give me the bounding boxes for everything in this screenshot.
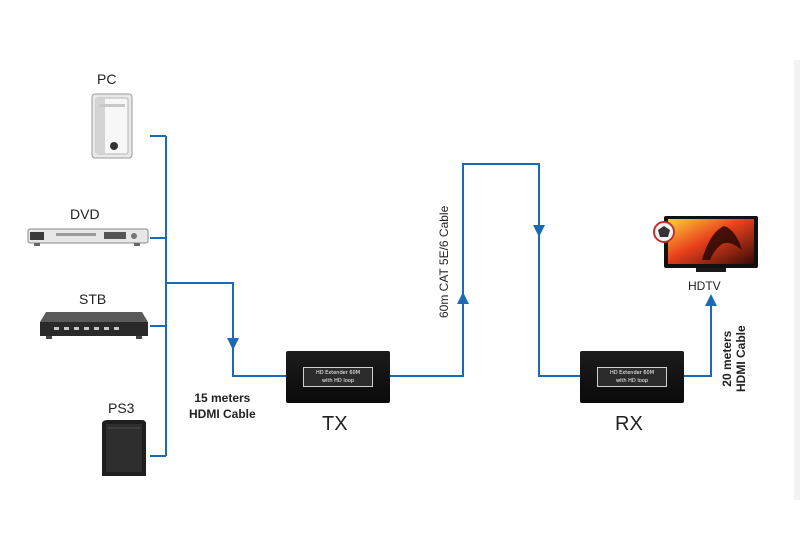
bus-to-tx-wire [166, 282, 286, 377]
tx-plate-line2: with HD loop [321, 378, 355, 384]
rx-label: RX [615, 413, 643, 435]
arrow-down-in [227, 338, 239, 350]
cat-cable-label: 60m CAT 5E/6 Cable [437, 205, 451, 318]
rx-nameplate: HD Extender 60M with HD loop [597, 367, 667, 387]
arrow-up-hdtv [705, 294, 717, 306]
tx-label: TX [322, 413, 348, 435]
rx-plate-line1: HD Extender 60M [609, 370, 655, 376]
tx-nameplate: HD Extender 60M with HD loop [303, 367, 373, 387]
set-top-box-icon [40, 312, 148, 339]
stb-label: STB [79, 291, 107, 307]
hdmi-cable-in-type: HDMI Cable [189, 407, 256, 421]
rx-to-hdtv-wire [682, 296, 712, 377]
tx-extender: HD Extender 60M with HD loop [286, 351, 390, 403]
rx-extender: HD Extender 60M with HD loop [580, 351, 684, 403]
pc-label: PC [97, 71, 117, 87]
hdmi-cable-out-length: 20 meters [720, 330, 734, 387]
dvd-player-icon [27, 228, 149, 246]
hdtv-label: HDTV [688, 279, 721, 293]
hdmi-cable-out-type: HDMI Cable [734, 325, 748, 392]
cat-cable-wire [388, 163, 580, 377]
pc-tower-icon [91, 93, 133, 159]
rx-plate-line2: with HD loop [615, 378, 649, 384]
tx-plate-line1: HD Extender 60M [315, 370, 361, 376]
arrow-down-cat [533, 225, 545, 237]
hdmi-cable-in-label: 15 meters HDMI Cable [189, 390, 256, 422]
edge-bar [794, 60, 800, 500]
dvd-label: DVD [70, 206, 100, 222]
hdtv-icon [653, 216, 758, 272]
ps3-console-icon [102, 420, 146, 476]
ps3-label: PS3 [108, 400, 135, 416]
hdmi-cable-out-label: 20 meters HDMI Cable [720, 325, 748, 392]
hdmi-cable-in-length: 15 meters [194, 391, 251, 405]
arrow-up-cat [457, 292, 469, 304]
